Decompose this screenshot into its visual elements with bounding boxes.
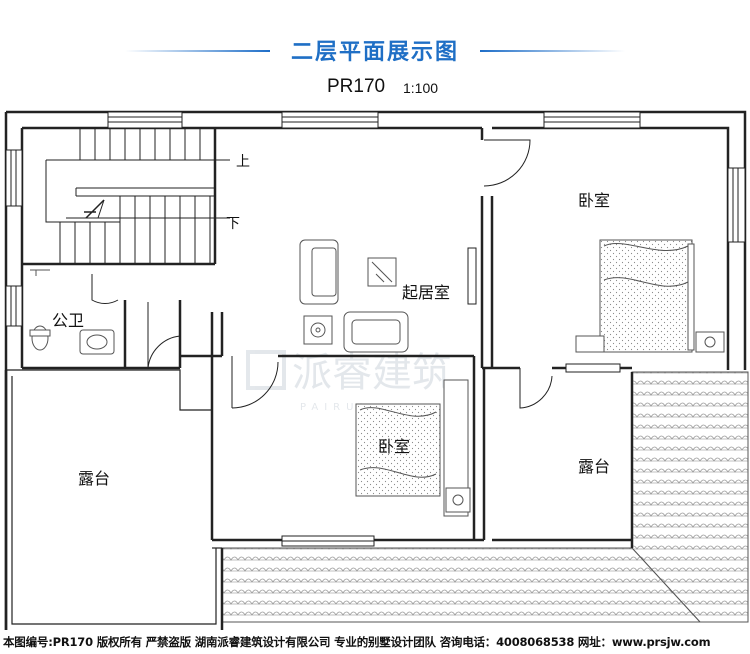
title-decor-left — [125, 50, 270, 52]
terrace-outline — [6, 369, 222, 625]
footer-copyright: 本图编号:PR170 版权所有 严禁盗版 湖南派睿建筑设计有限公司 专业的别墅设… — [0, 630, 750, 654]
bath-fixtures — [29, 269, 115, 355]
plan-scale: 1:100 — [403, 80, 439, 96]
room-label-bedroom-right: 卧室 — [578, 191, 610, 210]
staircase — [45, 128, 230, 264]
room-label-bedroom-center: 卧室 — [378, 437, 410, 456]
watermark: 派睿建筑 PAIRUI — [246, 350, 452, 413]
stair-up-label: 上 — [236, 154, 250, 170]
page-title: 二层平面展示图 — [290, 40, 459, 65]
roof-tiles — [221, 371, 749, 623]
title-decor-right — [480, 50, 625, 52]
room-label-bathroom: 公卫 — [52, 311, 84, 330]
floor-plan: 派睿建筑 PAIRUI — [4, 110, 749, 630]
windows — [5, 111, 746, 547]
bed-right — [575, 239, 725, 353]
room-label-terrace-right: 露台 — [578, 457, 610, 476]
plan-code: PR170 — [327, 76, 386, 97]
title-bar: 二层平面展示图 — [0, 28, 750, 68]
stair-down-label: 下 — [226, 216, 240, 232]
watermark-sub: PAIRUI — [300, 402, 368, 413]
stair-treads — [59, 128, 211, 264]
room-label-terrace-left: 露台 — [78, 469, 110, 488]
room-label-living: 起居室 — [402, 283, 450, 302]
bed-center — [355, 379, 471, 517]
footer-text: 本图编号:PR170 版权所有 严禁盗版 湖南派睿建筑设计有限公司 专业的别墅设… — [3, 635, 711, 649]
watermark-brand: 派睿建筑 — [292, 350, 452, 396]
doors — [91, 139, 553, 409]
living-furniture — [299, 239, 409, 353]
